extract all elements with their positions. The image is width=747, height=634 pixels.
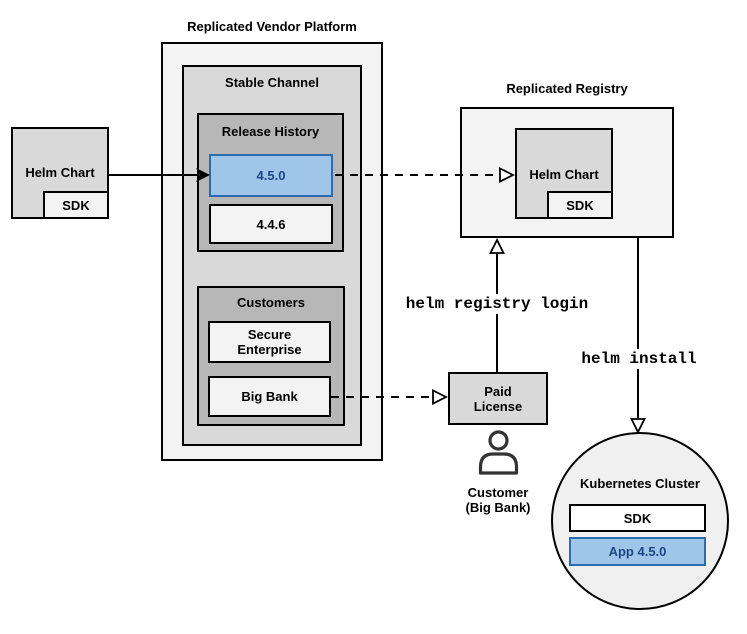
registry-helm-chart-label: Helm Chart <box>529 167 599 182</box>
cmd-helm-registry-login: helm registry login <box>397 294 597 314</box>
customers-title: Customers <box>237 295 305 310</box>
release-4-5-0-label: 4.5.0 <box>256 168 286 183</box>
registry-sdk-label: SDK <box>566 197 594 213</box>
registry-title: Replicated Registry <box>506 81 628 96</box>
release-history-title: Release History <box>221 124 320 139</box>
cluster-sdk-box: SDK <box>569 504 706 532</box>
customer-secure-enterprise: Secure Enterprise <box>208 321 331 363</box>
paid-license-label: Paid License <box>473 383 523 414</box>
cluster-sdk-label: SDK <box>623 510 652 526</box>
vendor-platform-title: Replicated Vendor Platform <box>187 19 357 34</box>
stable-channel-title: Stable Channel <box>225 75 319 90</box>
paid-license-box: Paid License <box>448 372 548 425</box>
source-helm-chart-label: Helm Chart <box>25 165 95 180</box>
customer-big-bank: Big Bank <box>208 376 331 417</box>
customer-big-bank-label: Big Bank <box>241 389 298 404</box>
cluster-app-box: App 4.5.0 <box>569 537 706 566</box>
customer-actor-line1: Customer <box>467 485 529 500</box>
registry-sdk-box: SDK <box>547 191 613 219</box>
source-sdk-label: SDK <box>62 197 90 213</box>
person-icon <box>478 430 519 475</box>
arrow-license-to-registry-head <box>489 237 505 254</box>
customer-secure-enterprise-label: Secure Enterprise <box>237 327 302 357</box>
arrow-bigbank-to-license-head <box>432 389 449 405</box>
cluster-app-label: App 4.5.0 <box>608 544 667 559</box>
customer-actor-line2: (Big Bank) <box>465 500 531 515</box>
customer-actor-caption: Customer (Big Bank) <box>448 485 548 515</box>
release-4-5-0: 4.5.0 <box>209 154 333 197</box>
release-4-4-6-label: 4.4.6 <box>256 216 286 232</box>
arrow-registry-to-cluster-head <box>630 418 646 435</box>
cmd-helm-install: helm install <box>539 349 739 369</box>
kubernetes-cluster-title: Kubernetes Cluster <box>580 476 700 491</box>
release-4-4-6: 4.4.6 <box>209 204 333 244</box>
source-sdk-box: SDK <box>43 191 109 219</box>
